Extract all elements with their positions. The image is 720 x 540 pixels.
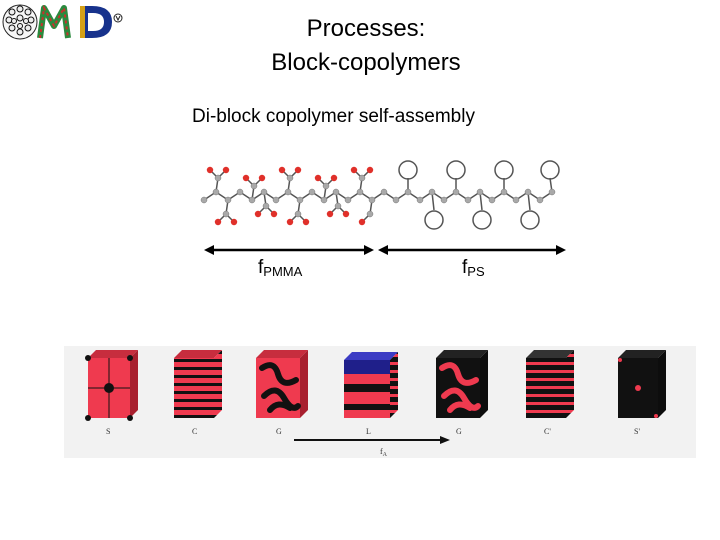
cube-cylinders-inverse (526, 350, 574, 418)
caption-g-inverse: G (456, 427, 462, 436)
caption-l: L (366, 427, 371, 436)
caption-c-inverse: C' (544, 427, 551, 436)
f-ps-main: f (462, 257, 468, 278)
cube-cylinders (174, 350, 222, 418)
d-letter-icon (80, 6, 112, 38)
m-letter-icon (37, 4, 71, 39)
caption-s: S (106, 427, 110, 436)
f-pmma-main: f (258, 257, 264, 278)
diblock-copolymer-molecule-illustration (200, 160, 560, 230)
f-ps-sub: PS (467, 264, 485, 279)
buckyball-icon (2, 4, 38, 40)
caption-s-inverse: S' (634, 427, 640, 436)
cube-spheres-inverse (618, 350, 666, 418)
caption-g: G (276, 427, 282, 436)
axis-label-fa: fA (380, 447, 388, 458)
title-line-1: Processes: (306, 15, 426, 42)
block-length-arrows (204, 245, 566, 255)
cube-gyroid-inverse (436, 350, 488, 418)
composition-arrow (294, 436, 450, 444)
f-pmma-sub: PMMA (263, 264, 303, 279)
axis-label-sub: A (383, 452, 388, 458)
f-pmma-label: fPMMA (258, 257, 302, 279)
small-badge-icon (113, 13, 123, 23)
omd-logo (2, 4, 123, 40)
phase-morphology-diagram: S C G L G C' S' fA (64, 346, 696, 458)
cube-gyroid (256, 350, 308, 418)
cube-lamellae (344, 352, 398, 418)
subtitle: Di-block copolymer self-assembly (192, 106, 475, 127)
caption-c: C (192, 427, 197, 436)
f-ps-label: fPS (462, 257, 485, 279)
cube-spheres (85, 350, 138, 421)
slide-title: Processes: Block-copolymers (190, 12, 542, 80)
axis-label-main: f (380, 447, 383, 456)
title-line-2: Block-copolymers (271, 49, 461, 76)
